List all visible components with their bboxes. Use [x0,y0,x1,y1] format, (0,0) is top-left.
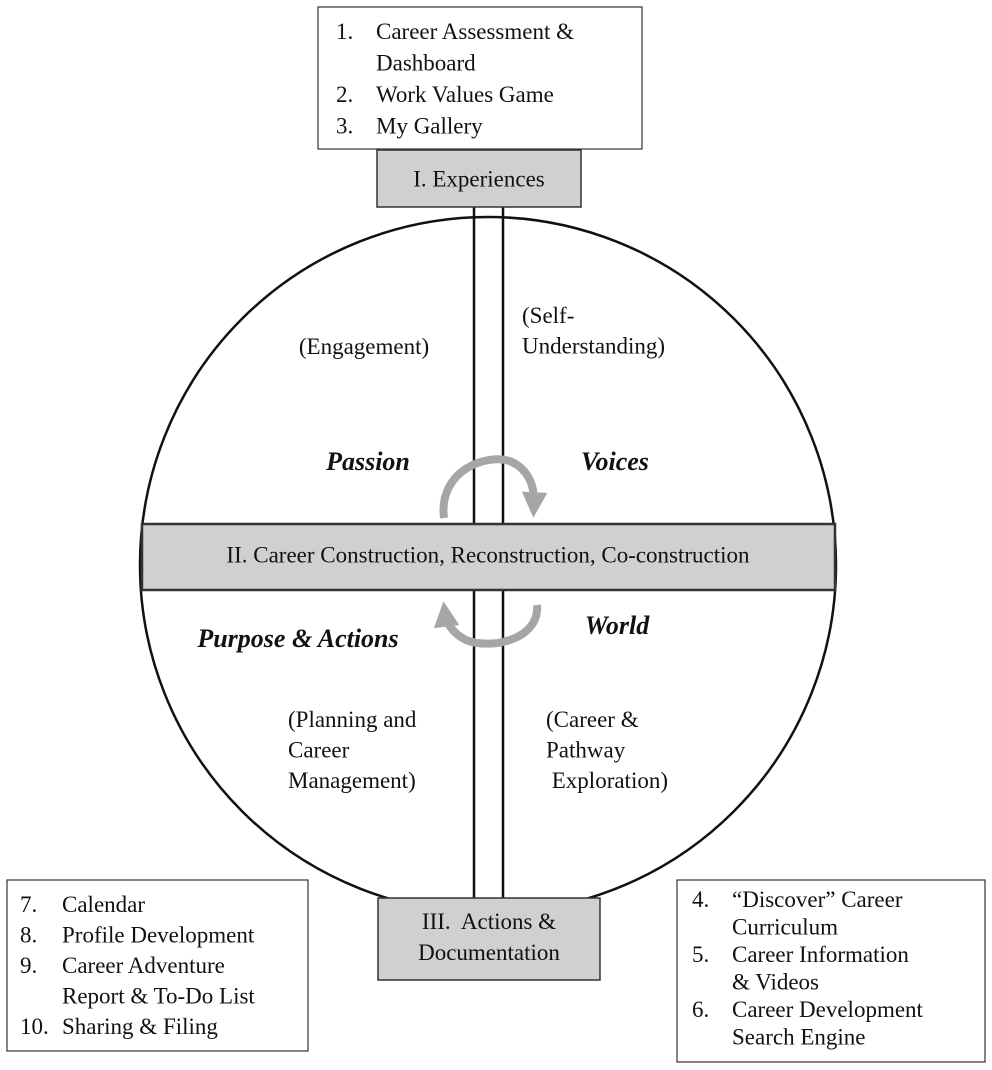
list-item-number: 3. [336,114,353,139]
quadrant-desc-line: III. Actions & [422,909,556,934]
list-item-text: Career Adventure [62,953,225,978]
list-item-text: Work Values Game [376,82,554,107]
list-item-text: Curriculum [732,915,838,940]
list-item-text: Career Information [732,942,909,967]
quadrant-passion-title: Passion [325,447,410,476]
quadrant-desc-line: (Career & [546,707,639,732]
quadrant-desc-line: Exploration) [546,768,668,793]
list-item-number: 9. [20,953,37,978]
stage-actions-label: III. Actions & Documentation [418,909,560,965]
left-list: 7. Calendar 8. Profile Development 9. Career … [20,892,255,1039]
stage-experiences-box [376,149,582,208]
quadrant-desc-line: Understanding) [522,334,665,359]
quadrant-world-title: World [585,611,651,640]
quadrant-desc-line: Management) [288,768,416,793]
list-item-text: Report & To-Do List [62,984,255,1009]
right-list-box [676,879,986,1063]
list-item-number: 2. [336,82,353,107]
stage-experiences-label: I. Experiences [413,166,545,191]
list-item-number: 4. [692,887,709,912]
middle-band [140,522,837,592]
quadrant-desc-line: Career [288,738,350,763]
quadrant-voices-title: Voices [581,447,649,476]
list-item-number: 7. [20,892,37,917]
stage-actions-box [377,897,601,981]
quadrant-world-desc: (Career & Pathway Exploration) [546,707,668,793]
list-item-text: “Discover” Career [732,887,903,912]
list-item-text: Career Assessment & [376,19,574,44]
quadrant-desc-line: Pathway [546,738,626,763]
cycle-arrow-lower-icon [433,601,542,648]
top-list: 1. Career Assessment & Dashboard 2. Work Val… [336,19,574,139]
list-item-number: 5. [692,942,709,967]
quadrant-desc-line: (Planning and [288,707,417,732]
list-item-text: Dashboard [376,51,476,76]
list-item-number: 1. [336,19,353,44]
quadrant-desc-line: Documentation [418,940,560,965]
list-item-number: 6. [692,997,709,1022]
list-item-text: Calendar [62,892,145,917]
list-item-text: Search Engine [732,1025,865,1050]
quadrant-purpose-title: Purpose & Actions [196,624,398,653]
list-item-text: My Gallery [376,114,483,139]
list-item-text: Profile Development [62,923,255,948]
quadrant-desc-line: (Engagement) [299,334,429,359]
list-item-number: 10. [20,1014,49,1039]
list-item-text: & Videos [732,970,819,995]
cycle-arrow-upper-icon [439,455,548,519]
list-item-text: Sharing & Filing [62,1014,218,1039]
vertical-divider-upper [472,207,505,524]
left-list-box [6,879,309,1052]
quadrant-voices-desc: (Self- Understanding) [522,303,665,359]
list-item-number: 8. [20,923,37,948]
middle-band-label: II. Career Construction, Reconstruction,… [226,542,750,567]
quadrant-passion-desc: (Engagement) [299,334,429,359]
list-item-text: Career Development [732,997,924,1022]
quadrant-desc-line: (Self- [522,303,574,328]
top-list-box [317,6,643,150]
vertical-divider-lower [472,590,505,900]
